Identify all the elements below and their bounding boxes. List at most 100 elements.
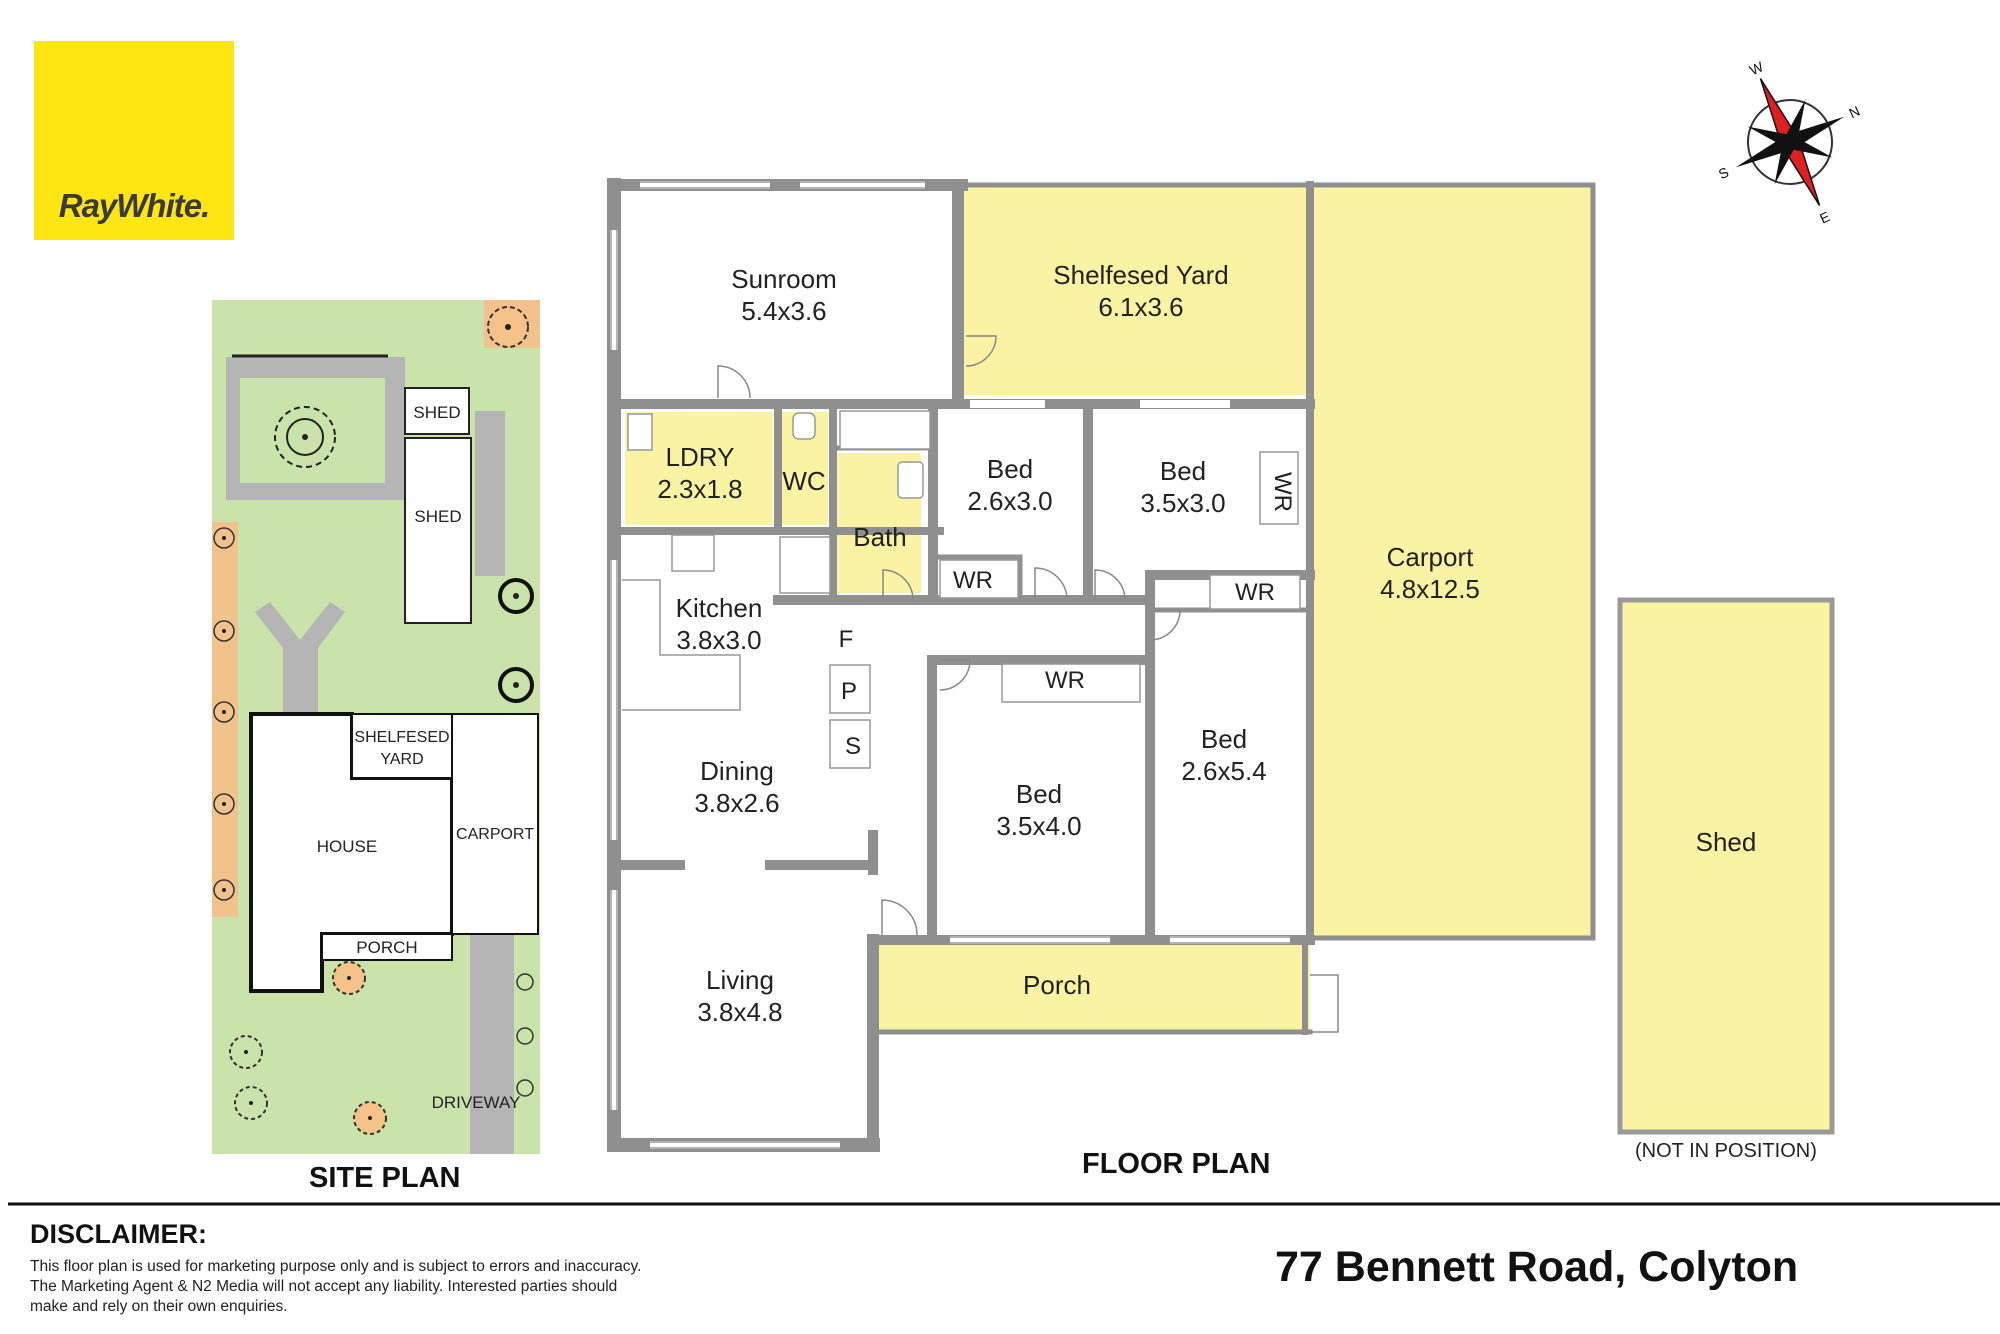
- wc-name: WC: [782, 466, 825, 496]
- site-hedge-left: [212, 522, 238, 917]
- living-dims: 3.8x4.8: [697, 997, 782, 1027]
- site-bush-dark-icon: [498, 667, 534, 703]
- site-shrub-icon: [234, 1086, 268, 1120]
- compass-e: E: [1817, 208, 1832, 226]
- site-bush-dark-icon: [498, 578, 534, 614]
- ldry-dims: 2.3x1.8: [657, 474, 742, 504]
- basin: [897, 461, 924, 499]
- bed2-dims: 3.5x3.0: [1140, 488, 1225, 518]
- room-labels: Sunroom 5.4x3.6 Shelfesed Yard 6.1x3.6 L…: [657, 260, 1756, 1027]
- fixture-labels: WR WR WR WR F P S: [839, 472, 1296, 760]
- site-path-y: [255, 602, 345, 715]
- site-plan-caption: SITE PLAN: [309, 1162, 461, 1194]
- dining-name: Dining: [700, 756, 774, 786]
- shelfesed-yard-name: Shelfesed Yard: [1053, 260, 1228, 290]
- site-shrub-small-icon: [516, 1079, 534, 1097]
- wr-bed3-label: WR: [1045, 667, 1085, 694]
- site-shrub-small-icon: [516, 973, 534, 991]
- bathtub: [839, 410, 931, 450]
- site-yard-label-2: YARD: [380, 751, 423, 768]
- site-plan: SHED SHED SHELFESED YARD CARPORT HOUSE P…: [212, 300, 540, 1154]
- wr-bed2: [1259, 451, 1299, 525]
- site-hedge-shrub-icon: [213, 620, 235, 642]
- storage-label: S: [845, 733, 861, 760]
- shower: [779, 536, 831, 594]
- pantry-box: [829, 664, 871, 714]
- sunroom-name: Sunroom: [731, 264, 837, 294]
- storage-box: [829, 719, 871, 769]
- living-name: Living: [706, 965, 774, 995]
- shed-name: Shed: [1696, 827, 1757, 857]
- site-house-label: HOUSE: [317, 837, 377, 856]
- site-hedge-shrub-icon: [213, 879, 235, 901]
- compass-w: W: [1747, 58, 1766, 78]
- dining-dims: 3.8x2.6: [694, 788, 779, 818]
- site-shed-main-label: SHED: [414, 507, 461, 526]
- logo-text: RayWhite.: [58, 187, 211, 224]
- shed-fill: [1617, 597, 1835, 1135]
- bed3-dims: 3.5x4.0: [996, 811, 1081, 841]
- site-shrub-icon: [229, 1035, 263, 1069]
- kitchen-dims: 3.8x3.0: [676, 625, 761, 655]
- carport-name: Carport: [1387, 542, 1474, 572]
- ray-white-logo: RayWhite.: [34, 41, 234, 240]
- floor-plan: Sunroom 5.4x3.6 Shelfesed Yard 6.1x3.6 L…: [607, 178, 1835, 1152]
- bed4-name: Bed: [1201, 724, 1247, 754]
- site-shrub-orange-icon: [332, 961, 366, 995]
- carport-fill: [1310, 185, 1593, 938]
- fixtures: [622, 410, 1301, 769]
- site-carport-label: CARPORT: [456, 826, 534, 843]
- site-shelfesed-yard: [351, 713, 453, 779]
- property-address: 77 Bennett Road, Colyton: [1275, 1243, 1799, 1291]
- site-carport: [451, 713, 539, 935]
- disclaimer-line-1: This floor plan is used for marketing pu…: [30, 1258, 642, 1275]
- site-path-right: [475, 411, 505, 576]
- wr-bed1: [939, 559, 1019, 599]
- site-shed-small-label: SHED: [413, 403, 460, 422]
- pantry-label: P: [841, 678, 857, 705]
- site-shed-small: [404, 387, 470, 435]
- ldry-tub: [627, 413, 653, 451]
- windows: [610, 181, 1290, 1149]
- bed1-dims: 2.6x3.0: [967, 486, 1052, 516]
- wr-bed2-label: WR: [1269, 472, 1296, 512]
- site-hedge-shrub-icon: [213, 793, 235, 815]
- site-shrub-orange-icon: [487, 306, 529, 348]
- fridge-label: F: [839, 626, 854, 653]
- compass-rose-icon: W E S N: [1716, 58, 1862, 227]
- bed4-dims: 2.6x5.4: [1181, 756, 1266, 786]
- site-porch-label: PORCH: [356, 938, 417, 957]
- shelfesed-yard-dims: 6.1x3.6: [1098, 292, 1183, 322]
- toilet: [792, 412, 816, 440]
- kitchen-name: Kitchen: [676, 593, 763, 623]
- sunroom-dims: 5.4x3.6: [741, 296, 826, 326]
- disclaimer-line-3: make and rely on their own enquiries.: [30, 1298, 288, 1315]
- bed3-name: Bed: [1016, 779, 1062, 809]
- site-yard-label-1: SHELFESED: [354, 729, 449, 746]
- wr-bed3: [1001, 663, 1141, 703]
- site-porch: [321, 933, 453, 961]
- window-frames: [610, 181, 1290, 1149]
- floor-plan-caption: FLOOR PLAN: [1082, 1148, 1271, 1180]
- disclaimer-title: DISCLAIMER:: [30, 1219, 207, 1249]
- compass-n: N: [1846, 103, 1862, 122]
- site-tree-large-icon: [274, 406, 336, 468]
- ldry-name: LDRY: [666, 442, 735, 472]
- site-driveway-label: DRIVEWAY: [432, 1093, 521, 1112]
- bed1-name: Bed: [987, 454, 1033, 484]
- porch-name: Porch: [1023, 970, 1091, 1000]
- site-path-loop: [226, 357, 405, 500]
- kitchen-bench: [622, 579, 741, 711]
- disclaimer-body: This floor plan is used for marketing pu…: [30, 1257, 730, 1317]
- site-shrub-orange-icon: [353, 1101, 387, 1135]
- doors: [717, 335, 1339, 1033]
- site-hedge-shrub-icon: [213, 701, 235, 723]
- site-driveway: [470, 935, 514, 1154]
- site-shrub-small-icon: [516, 1027, 534, 1045]
- wr-bed1-label: WR: [953, 567, 993, 594]
- shelfesed-yard-fill: [960, 185, 1310, 395]
- wr-bed4-label: WR: [1235, 579, 1275, 606]
- wr-bed4: [1209, 574, 1301, 610]
